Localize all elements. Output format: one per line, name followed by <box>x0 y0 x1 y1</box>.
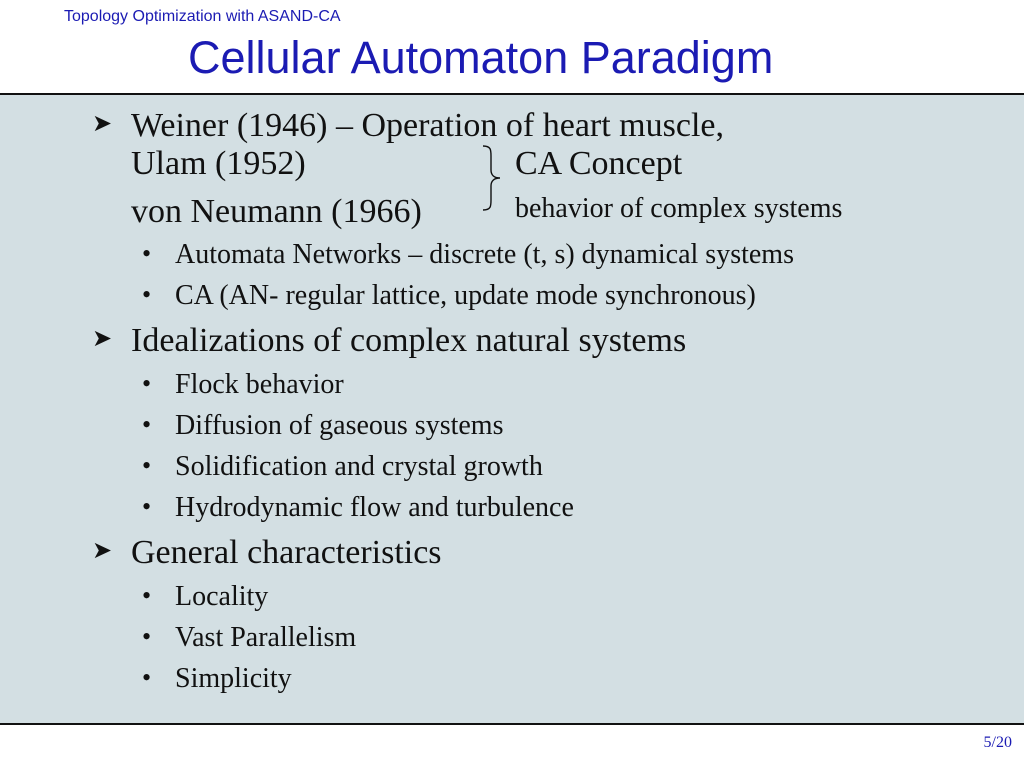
dot-bullet-icon: • <box>142 280 152 309</box>
right-brace-icon <box>482 145 501 211</box>
history-line-1: Weiner (1946) – Operation of heart muscl… <box>131 107 724 144</box>
top-divider <box>0 93 1024 95</box>
ca-concept-description: behavior of complex systems <box>515 193 843 224</box>
dot-bullet-icon: • <box>142 663 152 692</box>
arrow-bullet-icon: ➤ <box>92 326 113 352</box>
slide-content <box>0 95 1024 723</box>
list-item: Simplicity <box>175 663 292 694</box>
dot-bullet-icon: • <box>142 581 152 610</box>
list-item: Flock behavior <box>175 369 344 400</box>
dot-bullet-icon: • <box>142 239 152 268</box>
arrow-bullet-icon: ➤ <box>92 111 113 137</box>
section-title: Topology Optimization with ASAND-CA <box>64 8 341 25</box>
list-item: Locality <box>175 581 269 612</box>
list-item: Diffusion of gaseous systems <box>175 410 504 441</box>
dot-bullet-icon: • <box>142 410 152 439</box>
dot-bullet-icon: • <box>142 622 152 651</box>
slide-title: Cellular Automaton Paradigm <box>188 32 774 83</box>
list-item: Vast Parallelism <box>175 622 357 653</box>
list-item: Solidification and crystal growth <box>175 451 543 482</box>
characteristics-heading: General characteristics <box>131 534 442 571</box>
bottom-divider <box>0 723 1024 725</box>
list-item: CA (AN- regular lattice, update mode syn… <box>175 280 756 311</box>
list-item: Hydrodynamic flow and turbulence <box>175 492 574 523</box>
dot-bullet-icon: • <box>142 369 152 398</box>
idealizations-heading: Idealizations of complex natural systems <box>131 322 687 359</box>
page-number: 5/20 <box>983 734 1012 751</box>
history-line-3: von Neumann (1966) <box>131 193 422 230</box>
dot-bullet-icon: • <box>142 492 152 521</box>
arrow-bullet-icon: ➤ <box>92 538 113 564</box>
history-line-2: Ulam (1952) <box>131 145 306 182</box>
ca-concept-label: CA Concept <box>515 145 683 182</box>
list-item: Automata Networks – discrete (t, s) dyna… <box>175 239 794 270</box>
dot-bullet-icon: • <box>142 451 152 480</box>
